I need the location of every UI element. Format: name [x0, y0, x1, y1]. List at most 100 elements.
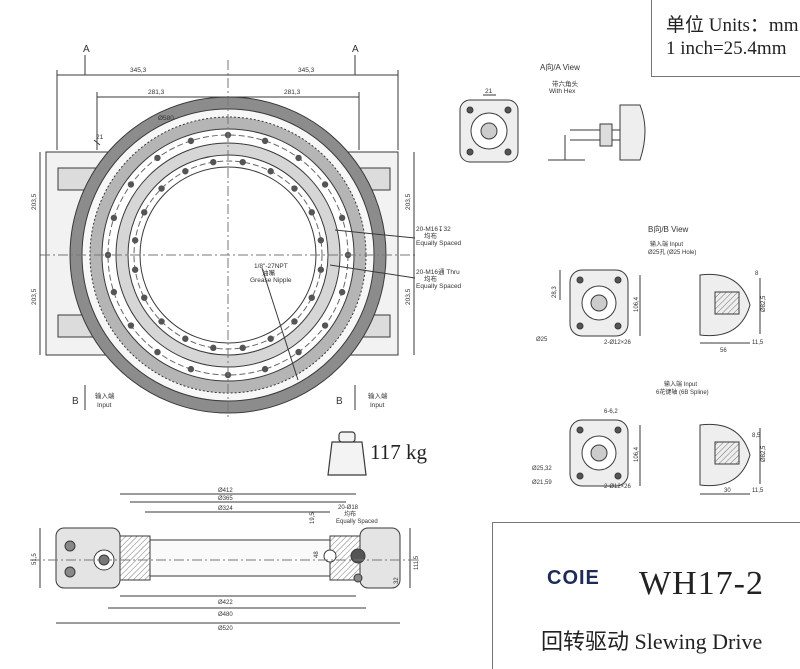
b-view-dim-8: 8	[755, 271, 759, 277]
section-dim-48: 48	[314, 551, 320, 558]
bolt-hole	[267, 168, 274, 175]
bolt-hole	[321, 181, 329, 188]
section-holes-1: 20-Ø18	[338, 505, 359, 511]
dim-203-upper: 203,5	[31, 193, 38, 210]
bolt-hole	[261, 137, 269, 145]
weight-label: 117 kg	[370, 440, 427, 464]
section-d480: Ø480	[218, 612, 233, 618]
title-block: COIE WH17-2 回转驱动 Slewing Drive	[492, 522, 800, 669]
dim-345-left: 345,3	[130, 67, 147, 74]
bolt-hole	[291, 318, 298, 325]
b-view-d25: Ø25	[536, 337, 548, 343]
bolt-hole	[110, 288, 118, 296]
section-d422: Ø422	[218, 600, 233, 606]
grease-line2: 油嘴	[262, 268, 276, 277]
bolt-hole	[187, 365, 195, 373]
b-view-dim-56: 56	[720, 348, 727, 354]
weight-icon	[327, 431, 367, 476]
spline-input-2: 6花键轴 (6B Spline)	[656, 388, 709, 396]
bolt-hole	[239, 158, 246, 166]
bolt-hole	[267, 335, 274, 342]
units-line-2: 1 inch=25.4mm	[666, 38, 787, 59]
section-d520: Ø520	[218, 626, 233, 632]
bolt-hole	[261, 365, 269, 373]
input-en-left: Input	[97, 402, 112, 409]
holes1-line2: 均布	[424, 231, 438, 240]
dim-281-left: 281,3	[148, 89, 165, 96]
section-a-right: A	[352, 44, 359, 55]
grease-line3: Grease Nipple	[250, 277, 292, 284]
bolt-hole	[141, 209, 148, 216]
bolt-hole	[131, 266, 139, 273]
input-cn-right: 输入端	[368, 391, 388, 400]
section-b-left: B	[72, 396, 79, 407]
bolt-hole	[127, 181, 135, 188]
section-d412: Ø412	[218, 488, 233, 494]
bolt-hole	[338, 288, 346, 296]
bolt-hole	[187, 137, 195, 145]
bolt-hole	[317, 237, 325, 244]
section-b-right: B	[336, 396, 343, 407]
dim-345-right: 345,3	[298, 67, 315, 74]
bolt-hole	[308, 294, 315, 301]
section-view	[30, 493, 420, 624]
input-en-right: Input	[370, 402, 385, 409]
bolt-hole	[154, 154, 161, 162]
dim-21: 21	[96, 134, 104, 141]
a-view-dim-21: 21	[485, 88, 493, 95]
section-holes-2: 均布	[344, 510, 356, 518]
section-a-left: A	[83, 44, 90, 55]
bolt-hole	[158, 318, 165, 325]
holes1-line3: Equally Spaced	[416, 240, 462, 247]
bolt-hole	[308, 209, 315, 216]
bolt-hole	[239, 344, 246, 352]
bolt-hole	[295, 348, 302, 356]
b-view-dim-82: Ø82,5	[761, 295, 767, 312]
units-line-1: 单位 Units：mm	[666, 15, 799, 36]
spline-input-1: 输入端 Input	[664, 380, 697, 388]
bolt-hole	[210, 158, 217, 166]
spline-dim-82: Ø82,5	[761, 445, 767, 462]
section-dim-32: 32	[394, 577, 400, 584]
section-holes-3: Equally Spaced	[336, 519, 378, 525]
bolt-hole	[321, 322, 329, 329]
dim-d580: Ø580	[158, 115, 174, 122]
bolt-hole	[141, 294, 148, 301]
a-view-labels: A向/A View 带六角头 With Hex 21	[485, 62, 580, 95]
b-view-dim-106: 106,4	[634, 296, 640, 312]
b-view-labels: B向/B View 输入端 Input Ø25孔 (Ø25 Hole) 28,3…	[536, 224, 767, 354]
spline-holes: 2-Ø12×26	[604, 484, 632, 490]
section-dim-19: 19,5	[310, 512, 316, 524]
spline-input-view	[569, 419, 761, 495]
bolt-hole	[131, 237, 139, 244]
b-view	[559, 269, 761, 344]
bolt-hole	[127, 322, 135, 329]
section-dim-51: 51,5	[32, 553, 38, 565]
spline-d21: Ø21,59	[532, 480, 552, 486]
dim-203-right-upper: 203,5	[405, 193, 412, 210]
spline-dim-11: 11,5	[752, 488, 764, 494]
bolt-hole	[291, 185, 298, 192]
b-view-title: B向/B View	[648, 224, 689, 234]
product-subtitle: 回转驱动 Slewing Drive	[541, 629, 763, 654]
holes2-line3: Equally Spaced	[416, 283, 462, 290]
spline-dim-8: 8,5	[752, 433, 761, 439]
bolt-hole	[295, 154, 302, 162]
bolt-hole	[210, 344, 217, 352]
spline-dim: 6-6,2	[604, 409, 618, 415]
spline-dim-106: 106,4	[634, 446, 640, 462]
bolt-hole	[110, 214, 118, 222]
holes1-line1: 20-M16↧32	[416, 226, 451, 233]
b-view-holes: 2-Ø12×26	[604, 340, 632, 346]
logo-text: COIE	[547, 567, 600, 589]
b-view-dim-11: 11,5	[752, 340, 764, 346]
section-view-labels: Ø412 Ø365 Ø324 20-Ø18 均布 Equally Spaced …	[32, 488, 420, 632]
dim-281-right: 281,3	[284, 89, 301, 96]
b-view-input-2: Ø25孔 (Ø25 Hole)	[648, 248, 696, 256]
dim-203-right-lower: 203,5	[405, 288, 412, 305]
spline-d25: Ø25,32	[532, 466, 552, 472]
bolt-hole	[182, 168, 189, 175]
b-view-input-1: 输入端 Input	[650, 240, 683, 248]
